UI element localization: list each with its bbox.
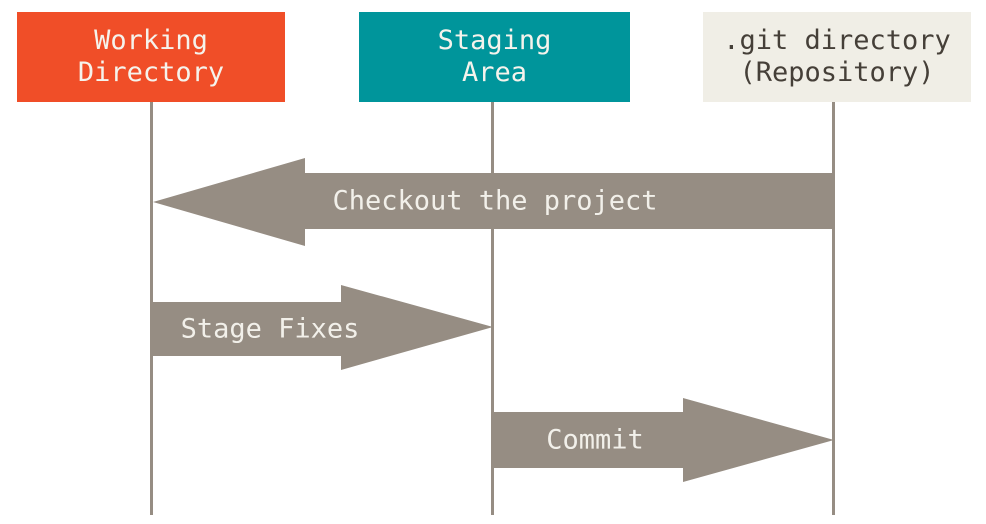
commit-arrow-label: Commit (546, 424, 644, 456)
working-directory-label: Working Directory (77, 25, 225, 88)
stage-fixes-arrow-label: Stage Fixes (180, 313, 360, 345)
working-directory-box: Working Directory (17, 12, 285, 102)
lifeline-working-directory (150, 102, 153, 515)
staging-area-box: Staging Area (359, 12, 630, 102)
lifeline-staging-area (491, 102, 494, 515)
commit-arrow-right: Commit (494, 398, 834, 482)
checkout-arrow-label: Checkout the project (332, 185, 658, 217)
stage-fixes-arrow-right: Stage Fixes (153, 285, 493, 370)
lifeline-git-directory (832, 102, 835, 515)
staging-area-label: Staging Area (437, 25, 552, 88)
git-directory-box: .git directory (Repository) (703, 12, 971, 102)
checkout-arrow-left: Checkout the project (153, 158, 835, 246)
git-directory-label: .git directory (Repository) (723, 25, 951, 88)
